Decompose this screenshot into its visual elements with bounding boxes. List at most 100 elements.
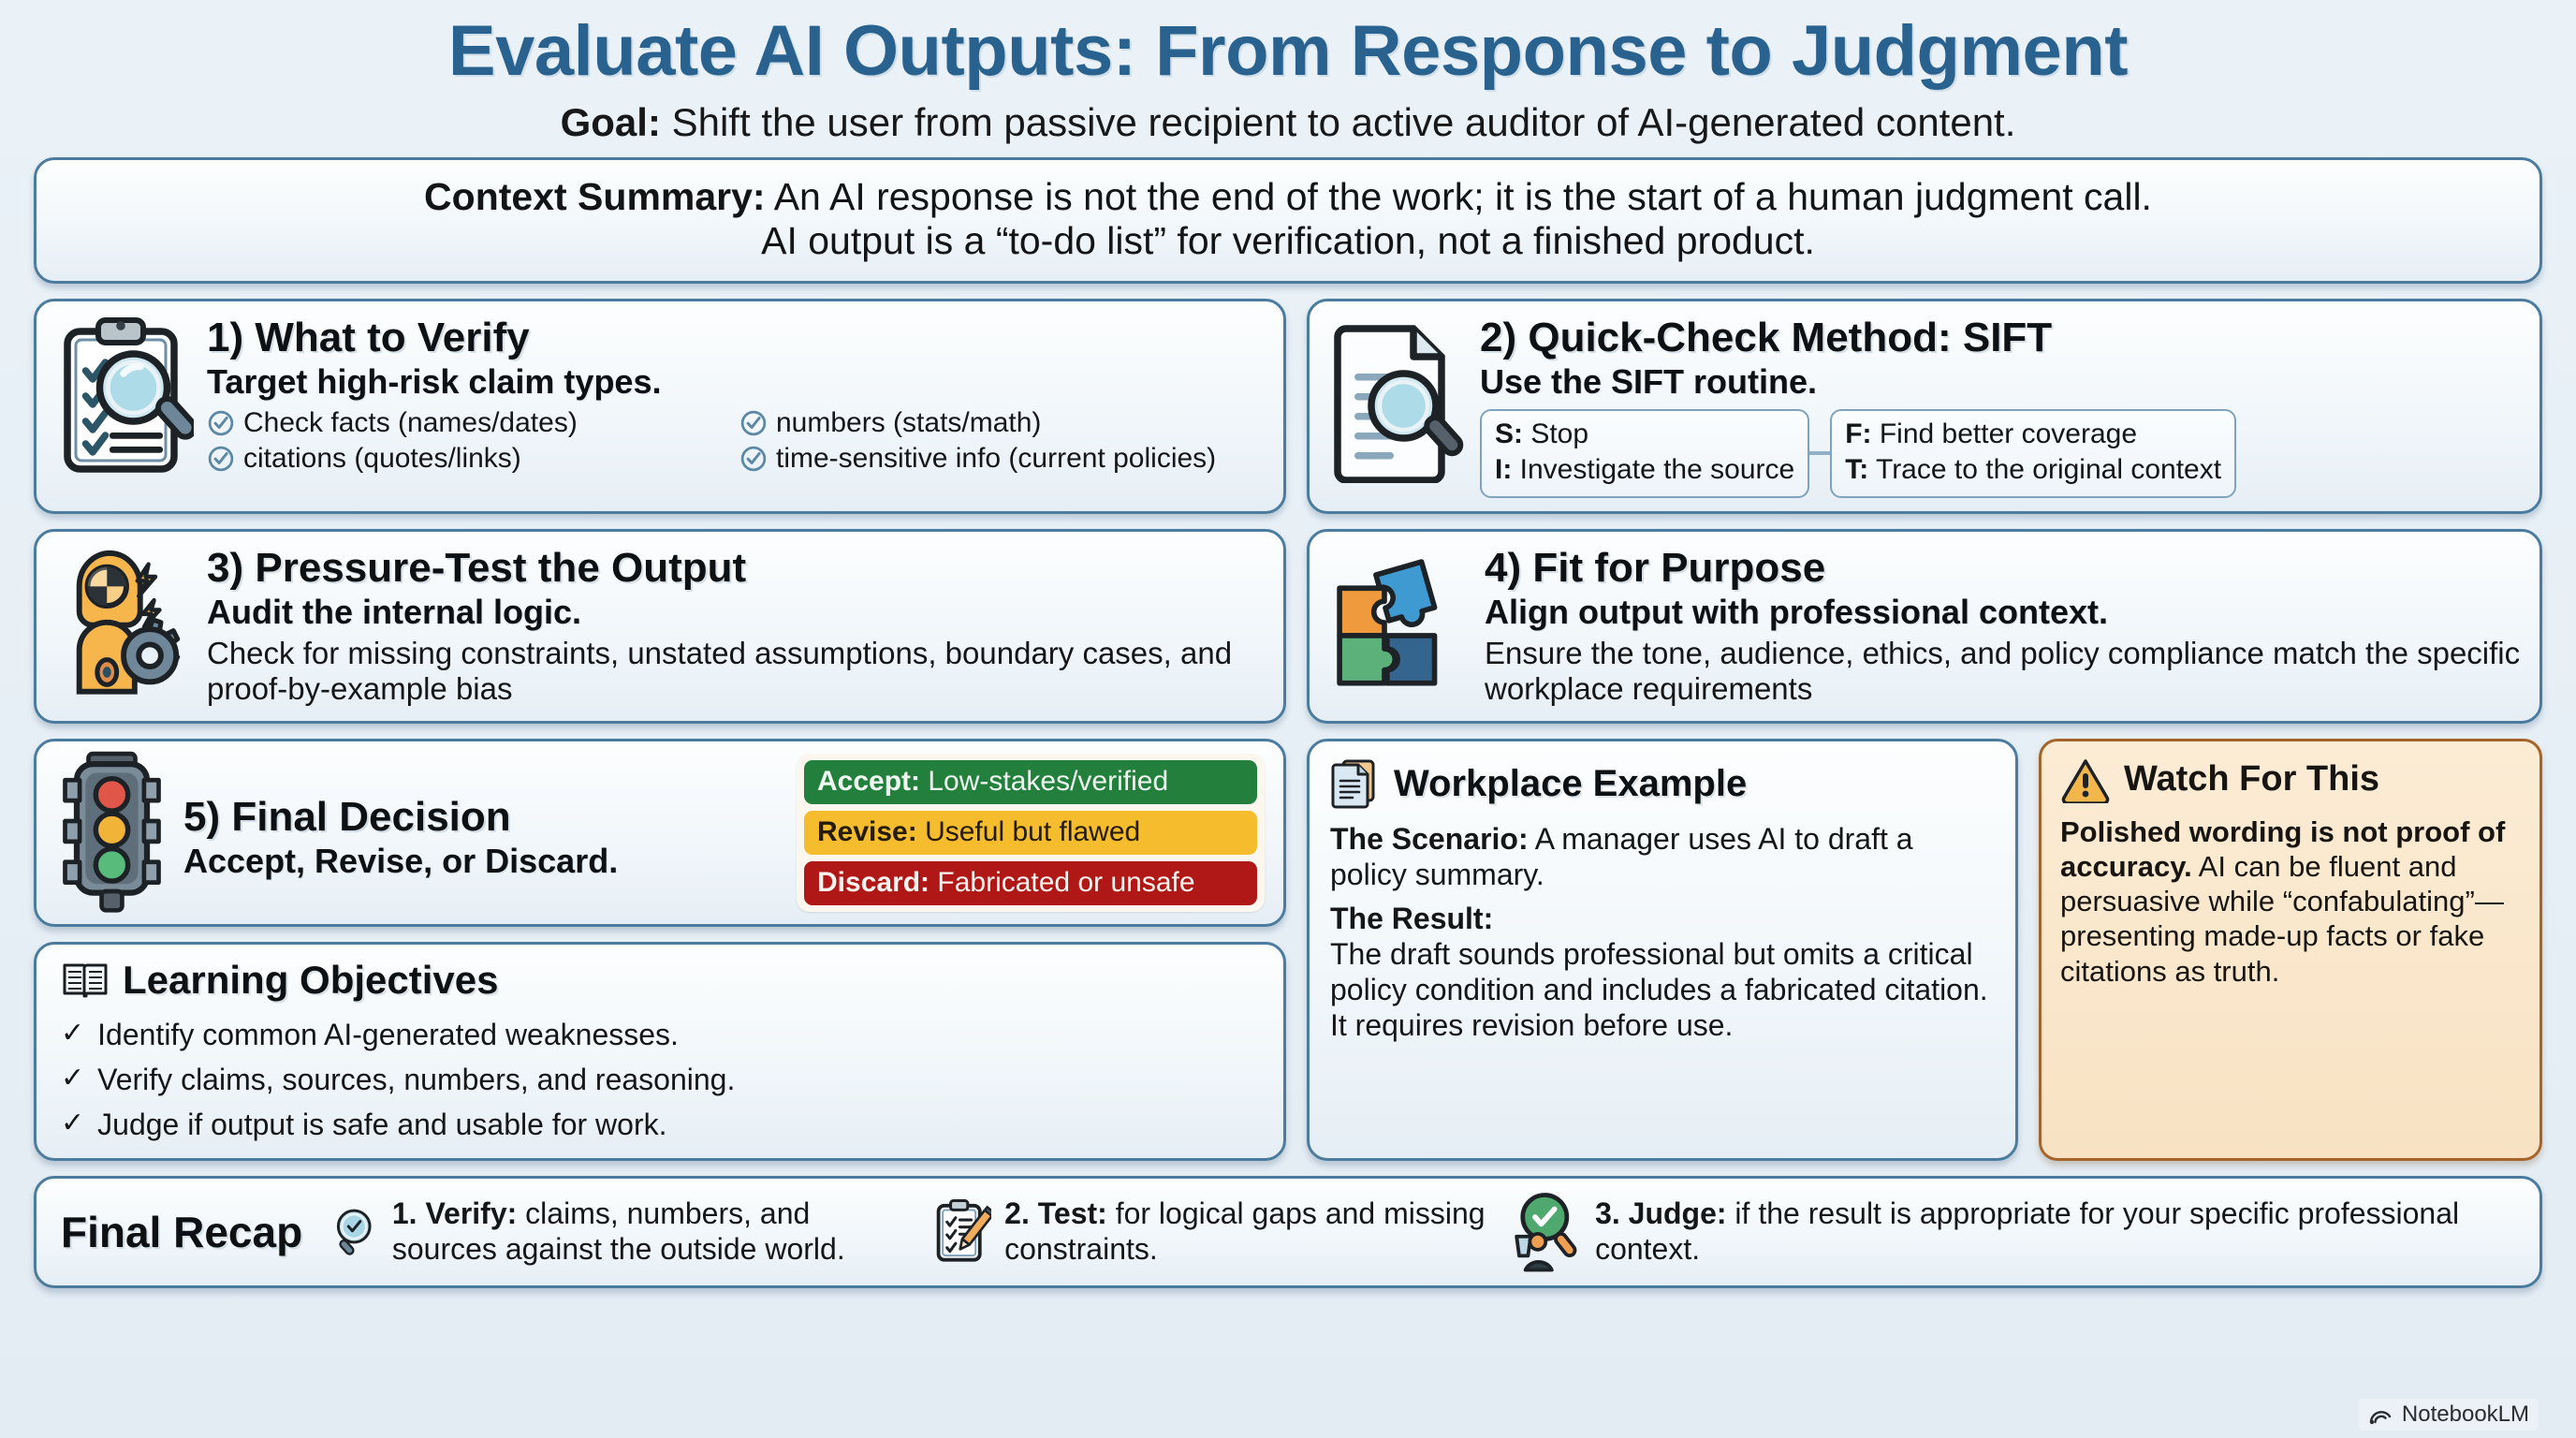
sift-text: Investigate the source	[1512, 454, 1795, 486]
badge-label: Discard:	[817, 866, 930, 898]
badge-text: Fabricated or unsafe	[929, 866, 1195, 898]
result-label: The Result:	[1330, 902, 1494, 936]
robot-gear-icon	[53, 545, 194, 708]
list-item: ✓ Verify claims, sources, numbers, and r…	[61, 1057, 1259, 1102]
card-sift: 2) Quick-Check Method: SIFT Use the SIFT…	[1307, 298, 2542, 514]
list-item: ✓ Judge if output is safe and usable for…	[61, 1102, 1259, 1147]
recap-label: 3. Judge:	[1595, 1196, 1727, 1231]
card1-heading: 1) What to Verify	[207, 314, 530, 360]
recap-detail: claims, numbers, and sources against the…	[391, 1196, 845, 1266]
checklist-label: time-sensitive info (current policies)	[776, 442, 1217, 474]
card3-body: Check for missing constraints, unstated …	[207, 635, 1233, 707]
result-text: The draft sounds professional but omits …	[1330, 937, 1988, 1042]
badge-text: Useful but flawed	[916, 815, 1141, 847]
document-icon	[1331, 759, 1375, 809]
sift-connector	[1809, 451, 1831, 456]
card5-heading: 5) Final Decision	[183, 793, 511, 840]
card-fit-for-purpose: 4) Fit for Purpose Align output with pro…	[1307, 528, 2542, 724]
recap-item-test: 2. Test: for logical gaps and missing co…	[931, 1188, 1493, 1276]
goal-line: Goal: Shift the user from passive recipi…	[34, 99, 2542, 144]
context-text: An AI response is not the end of the wor…	[765, 174, 2152, 218]
sift-boxes: S: Stop I: Investigate the source F: Fin…	[1480, 408, 2521, 498]
recap-label: 1. Verify:	[391, 1196, 518, 1231]
objective-label: Verify claims, sources, numbers, and rea…	[97, 1062, 736, 1096]
context-summary-card: Context Summary: An AI response is not t…	[34, 156, 2542, 284]
status-badge-discard: Discard: Fabricated or unsafe	[804, 860, 1257, 905]
context-line-1: Context Summary: An AI response is not t…	[65, 175, 2511, 220]
watch-body: Polished wording is not proof of accurac…	[2060, 814, 2521, 989]
sift-line: I: Investigate the source	[1495, 452, 1794, 488]
card1-subheading: Target high-risk claim types.	[207, 362, 662, 402]
recap-text: 3. Judge: if the result is appropriate f…	[1595, 1196, 2515, 1267]
workplace-result: The Result: The draft sounds professiona…	[1330, 902, 1995, 1043]
final-recap-bar: Final Recap 1. Verify: claims, numbers, …	[34, 1175, 2542, 1288]
workplace-title-row: Workplace Example	[1330, 756, 1995, 813]
card4-heading: 4) Fit for Purpose	[1485, 544, 1826, 591]
verify-checklist: Check facts (names/dates) numbers (stats…	[207, 407, 1265, 475]
sift-text: Find better coverage	[1871, 418, 2138, 449]
objective-label: Identify common AI-generated weaknesses.	[97, 1017, 679, 1051]
recap-detail: if the result is appropriate for your sp…	[1595, 1196, 2460, 1266]
card4-body: Ensure the tone, audience, ethics, and p…	[1485, 635, 2521, 707]
check-icon: ✓	[61, 1107, 85, 1138]
watch-bold-lead: Polished wording is not proof of accurac…	[2060, 814, 2506, 884]
clipboard-magnifier-icon	[53, 315, 194, 498]
learning-objectives-title-row: Learning Objectives	[61, 958, 1259, 1003]
recap-label: 2. Test:	[1004, 1196, 1107, 1231]
watch-rest: AI can be fluent and persuasive while “c…	[2060, 850, 2504, 988]
row-one: 1) What to Verify Target high-risk claim…	[34, 298, 2542, 514]
decision-badges: Accept: Low-stakes/verified Revise: Usef…	[797, 753, 1265, 912]
sift-line: S: Stop	[1495, 417, 1794, 452]
sift-key: S:	[1495, 418, 1523, 449]
scenario-label: The Scenario:	[1330, 821, 1529, 856]
checklist-item: Check facts (names/dates)	[207, 407, 732, 439]
card-learning-objectives: Learning Objectives ✓ Identify common AI…	[34, 941, 1286, 1161]
recap-text: 2. Test: for logical gaps and missing co…	[1004, 1196, 1493, 1267]
learning-objectives-title: Learning Objectives	[123, 957, 499, 1002]
recap-item-verify: 1. Verify: claims, numbers, and sources …	[330, 1189, 920, 1275]
sift-line: T: Trace to the original context	[1845, 452, 2221, 488]
card4-subheading: Align output with professional context.	[1485, 592, 2108, 631]
final-recap-heading: Final Recap	[61, 1207, 303, 1256]
sift-key: T:	[1845, 454, 1869, 486]
sift-key: F:	[1845, 418, 1872, 449]
card5-subheading: Accept, Revise, or Discard.	[183, 842, 619, 881]
card3-heading: 3) Pressure-Test the Output	[207, 544, 747, 591]
watch-title: Watch For This	[2124, 759, 2380, 800]
puzzle-pieces-icon	[1326, 545, 1471, 708]
badge-text: Low-stakes/verified	[920, 765, 1169, 797]
context-label: Context Summary:	[424, 174, 766, 218]
workplace-scenario: The Scenario: A manager uses AI to draft…	[1330, 822, 1995, 893]
recap-text: 1. Verify: claims, numbers, and sources …	[392, 1196, 920, 1267]
clipboard-pencil-icon	[936, 1198, 992, 1262]
card2-heading: 2) Quick-Check Method: SIFT	[1480, 314, 2053, 360]
sift-box-right: F: Find better coverage T: Trace to the …	[1830, 408, 2237, 498]
checklist-label: citations (quotes/links)	[243, 442, 521, 474]
learning-objectives-list: ✓ Identify common AI-generated weaknesse…	[61, 1012, 1259, 1147]
traffic-light-icon	[53, 751, 170, 915]
card-workplace-example: Workplace Example The Scenario: A manage…	[1307, 738, 2018, 1161]
document-magnifier-icon	[1326, 315, 1467, 498]
card-final-decision: 5) Final Decision Accept, Revise, or Dis…	[34, 738, 1286, 927]
status-badge-revise: Revise: Useful but flawed	[804, 810, 1257, 855]
check-icon: ✓	[61, 1062, 85, 1093]
checklist-item: numbers (stats/math)	[739, 407, 1265, 439]
open-book-icon	[63, 963, 108, 998]
workplace-title: Workplace Example	[1394, 763, 1748, 805]
notebooklm-logo-icon	[2369, 1411, 2392, 1425]
recap-detail: for logical gaps and missing constraints…	[1004, 1196, 1486, 1266]
card-what-to-verify: 1) What to Verify Target high-risk claim…	[34, 298, 1286, 514]
magnifier-check-icon	[337, 1209, 372, 1255]
sift-key: I:	[1495, 454, 1513, 486]
sift-line: F: Find better coverage	[1845, 417, 2221, 452]
page-title: Evaluate AI Outputs: From Response to Ju…	[447, 11, 2129, 91]
notebooklm-watermark: NotebookLM	[2358, 1399, 2539, 1431]
status-badge-accept: Accept: Low-stakes/verified	[804, 759, 1257, 804]
recap-item-judge: 3. Judge: if the result is appropriate f…	[1504, 1188, 2515, 1276]
card3-subheading: Audit the internal logic.	[207, 592, 582, 631]
check-icon: ✓	[61, 1017, 85, 1049]
warning-triangle-icon	[2061, 759, 2110, 803]
goal-label: Goal:	[560, 99, 661, 144]
approved-person-icon	[1515, 1192, 1577, 1272]
